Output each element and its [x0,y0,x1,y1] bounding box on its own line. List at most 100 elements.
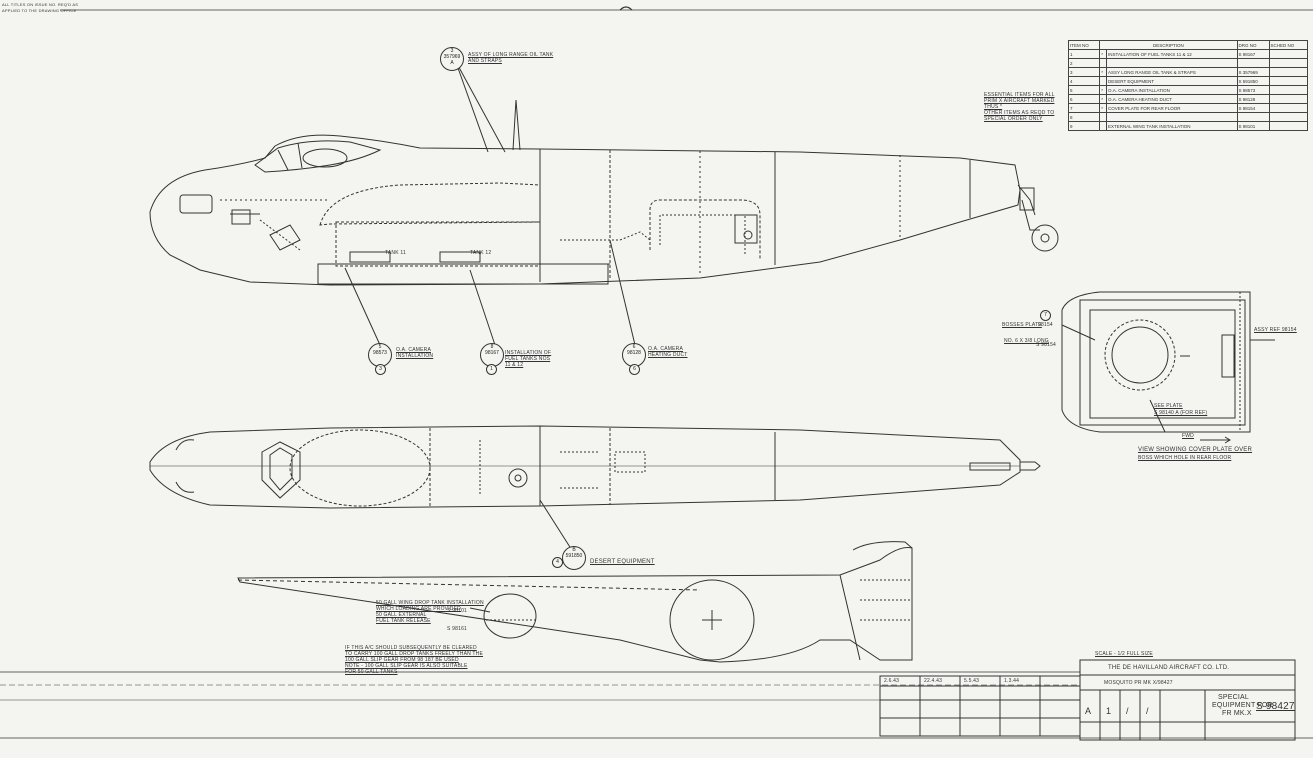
drawing-title-1: SPECIAL [1218,694,1249,701]
bosses-plate-label: BOSSES PLATE [1002,322,1042,328]
table-cell [1268,76,1309,86]
essential-items-note: ESSENTIAL ITEMS FOR ALL PRIM X AIRCRAFT … [984,92,1055,122]
table-cell: * [1099,85,1108,95]
table-cell [1268,58,1309,68]
table-header-row: ITEM No DESCRIPTION DRG No SCHED No [1067,40,1309,50]
scale-label: SCALE - 1/2 FULL SIZE [1095,651,1153,657]
table-cell [1099,58,1108,68]
table-cell: 8 [1067,112,1101,122]
table-header: DESCRIPTION [1099,40,1238,50]
table-cell: S 591850 [1236,76,1270,86]
table-cell: 5 [1067,85,1101,95]
side-elevation [149,99,1059,286]
signature-mark: / [1126,706,1129,716]
balloon-ref: 357969 [443,54,461,60]
balloon-sub: A [450,60,454,66]
table-cell: * [1099,67,1108,77]
detail-caption: VIEW SHOWING COVER PLATE OVER [1138,447,1253,453]
balloon-label: INSTALLATION OF FUEL TANKS NOS 11 & 12 [505,350,552,368]
corner-note-1: ALL TITLES ON ISSUE NO. REQ'D AS [2,2,79,7]
plan-view [149,425,1041,509]
note-line: FOR 50 GALL TANKS [345,669,398,675]
table-cell: S 357969 [1236,67,1270,77]
table-cell: 9 [1067,121,1101,131]
table-cell: 4 [1067,76,1101,86]
item-balloon: 5 98573 [368,343,392,367]
balloon-item-number: 8 [490,344,494,350]
table-cell: COVER PLATE FOR REAR FLOOR [1106,103,1238,113]
table-cell [1268,103,1309,113]
assy-ref: ASSY REF 98154 [1254,327,1297,333]
table-cell: O.A. CAMERA INSTALLATION [1106,85,1238,95]
table-cell: 3 [1067,67,1101,77]
table-cell: S 98101 [1236,121,1270,131]
rev-date: 1.3.44 [1004,678,1020,684]
table-cell: 6 [1067,94,1101,104]
wing-label: FUEL TANK RELEASE [376,618,431,624]
tank-label: TANK 11 [385,250,406,256]
mosquito-ref: MOSQUITO PR MK X/98427 [1104,680,1173,686]
drawing-title-2: EQUIPMENT FOR [1212,702,1273,709]
table-cell [1268,94,1309,104]
detail-ref: 98154 [1038,322,1053,328]
note-line: ESSENTIAL ITEMS FOR ALL [984,92,1055,98]
detail-item-balloon: 7 [1040,310,1051,321]
balloon-ref: 98573 [373,350,387,356]
balloon-sub: 1 [486,364,497,375]
item-balloon: 8 98167 [480,343,504,367]
table-row: 2 [1067,58,1309,68]
rev-date: 5.5.43 [964,678,980,684]
items-table: ITEM No DESCRIPTION DRG No SCHED No 1*IN… [1067,40,1309,131]
table-cell: EXTERNAL WING TANK INSTALLATION [1106,121,1238,131]
balloon-label: DESERT EQUIPMENT [590,559,655,565]
detail-caption: BOSS WHICH HOLE IN REAR FLOOR [1138,455,1232,461]
note-line: PRIM X AIRCRAFT MARKED [984,98,1055,104]
balloon-ref: 98128 [627,350,641,356]
table-cell [1099,112,1108,122]
balloon-sub: 6 [629,364,640,375]
table-cell: S 98128 [1236,94,1270,104]
table-cell: * [1099,103,1108,113]
table-header: DRG No [1236,40,1270,50]
see-plate-label: SEE PLATE [1154,403,1183,409]
table-cell [1268,121,1309,131]
table-row: 8 [1067,112,1309,122]
wing-ref: S 98101 [447,608,468,614]
table-cell: 2 [1067,58,1101,68]
wing-label: 50 GALL EXTERNAL [376,612,427,618]
table-cell: DESERT EQUIPMENT [1106,76,1238,86]
balloon-item-number: 3 [450,48,454,54]
table-cell [1268,49,1309,59]
table-cell: 7 [1067,103,1101,113]
table-cell: ASSY LONG RANGE OIL TANK & STRAPS [1106,67,1238,77]
table-cell: INSTALLATION OF FUEL TANKS 11 & 12 [1106,49,1238,59]
table-cell [1099,121,1108,131]
note-line: IF THIS A/C SHOULD SUBSEQUENTLY BE CLEAR… [345,645,477,651]
balloon-label: O.A. CAMERA HEATING DUCT [648,346,688,358]
balloon-label: ASSY OF LONG RANGE OIL TANK AND STRAPS [468,52,554,64]
table-cell [1099,76,1108,86]
balloon-sub: 3 [375,364,386,375]
detail-ref: S 98154 [1036,342,1057,348]
table-cell: S 98573 [1236,85,1270,95]
signature-mark: A [1085,706,1092,716]
table-cell [1268,112,1309,122]
signature-mark: 1 [1106,706,1112,716]
note-line: SPECIAL ORDER ONLY [984,116,1043,122]
detail-view [1061,291,1275,444]
table-cell [1268,85,1309,95]
table-cell [1268,67,1309,77]
company-name: THE DE HAVILLAND AIRCRAFT CO. LTD. [1108,665,1230,671]
tank-label: TANK 12 [470,250,492,256]
drawing-number: S 98427 [1256,701,1295,712]
drawing-title-3: FR MK.X [1222,710,1252,717]
wing-ref: S 98161 [447,626,468,632]
note-line: THUS * [984,104,1003,110]
balloon-label: O.A. CAMERA INSTALLATION [396,347,434,359]
